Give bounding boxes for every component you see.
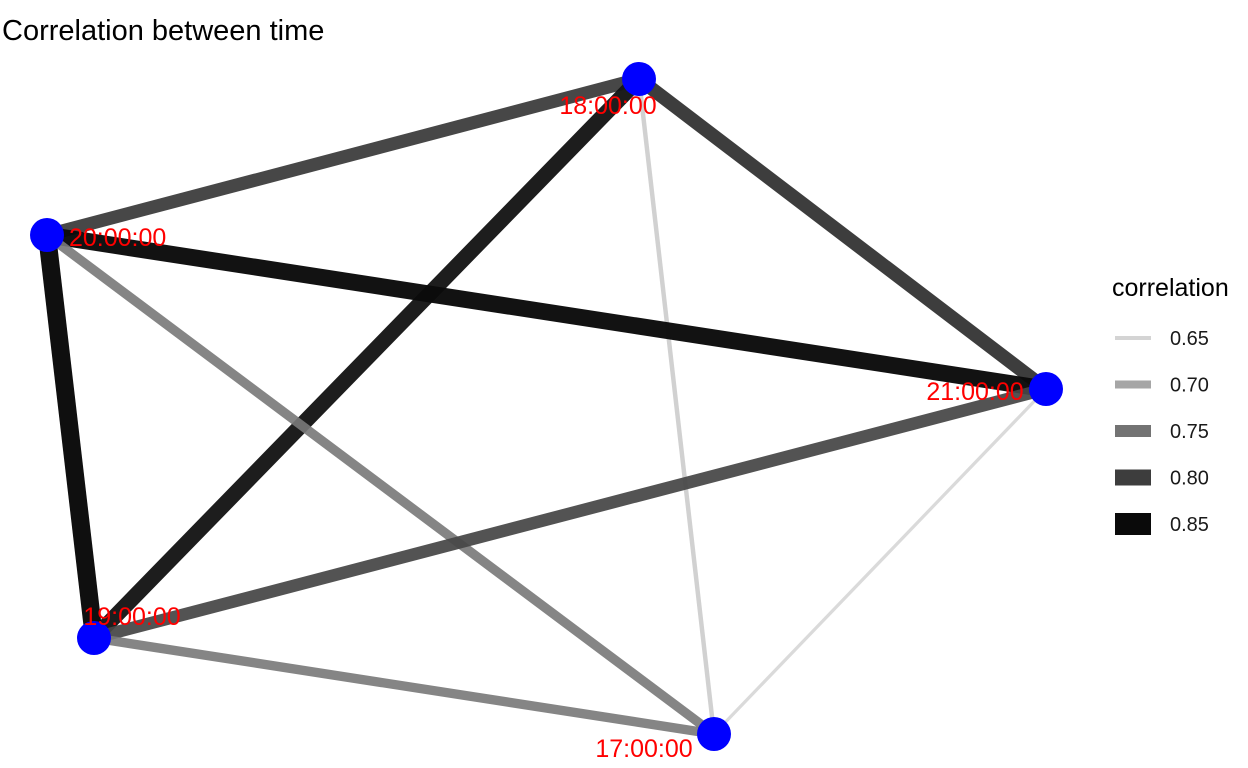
edge-200000-180000 xyxy=(45,72,641,242)
edge-210000-170000 xyxy=(712,387,1048,736)
legend-key-4 xyxy=(1115,469,1151,486)
chart-title: Correlation between time xyxy=(2,15,324,47)
node-190000 xyxy=(77,621,111,655)
node-label-190000: 19:00:00 xyxy=(83,603,180,631)
legend-label-2: 0.70 xyxy=(1170,375,1209,397)
node-180000 xyxy=(622,62,656,96)
legend-key-3 xyxy=(1115,425,1151,437)
legend-label-5: 0.85 xyxy=(1170,514,1209,536)
legend-label-4: 0.80 xyxy=(1170,468,1209,490)
node-210000 xyxy=(1029,372,1063,406)
legend-key-2 xyxy=(1115,380,1151,389)
edge-200000-210000 xyxy=(45,226,1048,398)
node-label-170000: 17:00:00 xyxy=(595,735,692,763)
edge-180000-210000 xyxy=(634,73,1051,395)
edge-180000-170000 xyxy=(636,78,717,735)
legend: correlation 0.65 0.70 0.75 0.80 0.85 xyxy=(1112,274,1229,536)
edge-200000-190000 xyxy=(38,233,103,640)
node-200000 xyxy=(30,218,64,252)
node-label-210000: 21:00:00 xyxy=(926,378,1023,406)
legend-label-1: 0.65 xyxy=(1170,328,1209,350)
legend-title: correlation xyxy=(1112,274,1229,302)
legend-label-3: 0.75 xyxy=(1170,421,1209,443)
edge-210000-190000 xyxy=(92,382,1048,645)
edge-200000-170000 xyxy=(44,231,717,738)
edge-180000-190000 xyxy=(88,73,645,644)
node-170000 xyxy=(697,717,731,751)
node-label-180000: 18:00:00 xyxy=(559,92,656,120)
legend-key-5 xyxy=(1115,513,1151,535)
edges-layer xyxy=(38,72,1051,739)
nodes-layer xyxy=(30,62,1063,751)
node-labels-layer: 18:00:00 20:00:00 21:00:00 19:00:00 17:00:00 xyxy=(69,92,1024,763)
node-label-200000: 20:00:00 xyxy=(69,224,166,252)
edge-190000-170000 xyxy=(93,633,715,739)
legend-key-1 xyxy=(1115,336,1151,340)
legend-keys: 0.65 0.70 0.75 0.80 0.85 xyxy=(1115,328,1209,536)
